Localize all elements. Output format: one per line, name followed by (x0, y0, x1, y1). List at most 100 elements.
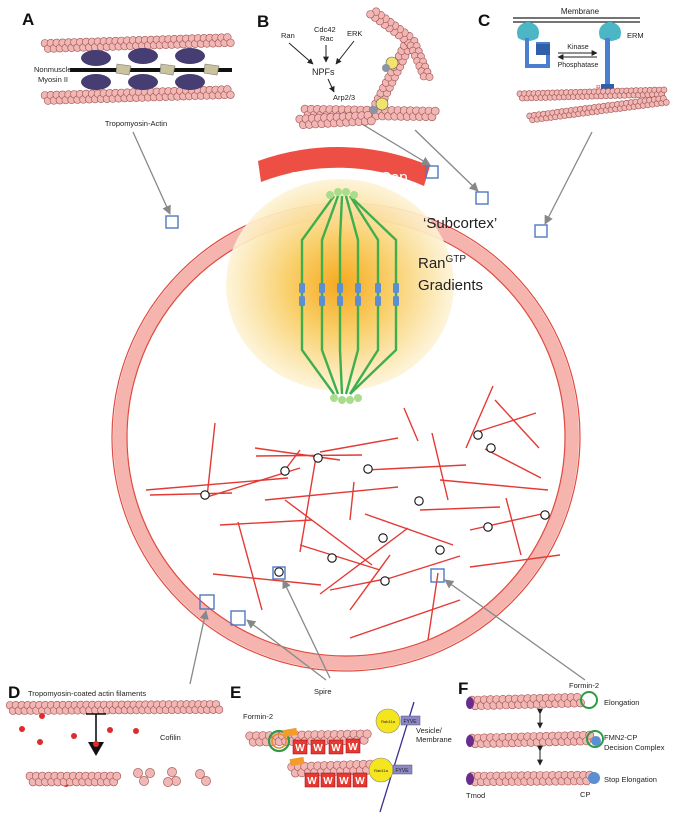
formin2-ring (580, 691, 598, 709)
actin-filament-segment (383, 555, 461, 581)
actin-filament-segment (237, 521, 263, 611)
arrow-npf-arp (327, 78, 335, 93)
actin-filament-segment (431, 432, 449, 501)
erm-label: ERM (627, 31, 644, 40)
spire-kind-domain (282, 727, 298, 738)
panel-a-letter: A (22, 10, 34, 29)
spindle-pole (354, 394, 362, 402)
arp23-branch-node (380, 576, 390, 586)
erm-inactive-linker (525, 38, 529, 66)
actin-filament-segment (469, 512, 547, 531)
meiotic-spindle: RanGTP Gradients (226, 179, 483, 404)
zoom-box-b-cap (425, 165, 439, 179)
elongating-filament (467, 692, 585, 711)
wh2-label: W (348, 742, 358, 753)
cortical-actin-cap (258, 147, 430, 186)
myosin-label-line1: Nonmuscle (34, 65, 72, 74)
cofilin-molecule (107, 727, 113, 733)
spire-wh2-domain (345, 738, 361, 754)
arrow-f (444, 579, 586, 681)
vesicle-label-line1: Vesicle/ (416, 726, 443, 735)
actin-filament-segment (264, 486, 399, 501)
severed-filament (25, 771, 122, 787)
chromosome (355, 296, 361, 306)
membrane-label: Membrane (561, 7, 600, 16)
spindle-pole (330, 394, 338, 402)
arrow-ran-npf (288, 42, 314, 65)
ran-superscript: GTP (446, 254, 467, 265)
arp23-branch-node (327, 553, 337, 563)
wh2-label: W (323, 776, 333, 787)
ran-gtp-label: RanGTP (418, 254, 466, 272)
wh2-label: W (307, 776, 317, 787)
actin-filament-segment (427, 572, 439, 641)
actin-monomer (145, 768, 155, 778)
myosin-head (81, 50, 111, 66)
actin-filament-segment (349, 481, 355, 521)
actin-filament-segment (465, 385, 494, 449)
panel-d-letter: D (8, 683, 20, 702)
actin-filament-segment (149, 492, 233, 496)
vesicle-label-line2: Membrane (416, 735, 452, 744)
cofilin-molecule (37, 739, 43, 745)
actin-monomer (195, 769, 205, 779)
panel-e-letter: E (230, 683, 241, 702)
mother-actin-filament (295, 111, 376, 129)
arp23-branch-node (280, 466, 290, 476)
arp-label: Arp2/3 (333, 93, 355, 102)
spindle-microtubule (344, 195, 360, 395)
formin-label: Formin-2 (243, 712, 273, 721)
spindle-microtubule (348, 195, 380, 395)
spindle-pole (346, 396, 354, 404)
actin-filament-segment (255, 454, 363, 457)
myosin-lever-arm (115, 63, 132, 76)
wh2-label: W (313, 743, 323, 754)
chromosome (319, 296, 325, 306)
fyve-top (400, 715, 421, 726)
chromosome (299, 296, 305, 306)
actin-subunit (112, 771, 122, 781)
actin-subunit (430, 106, 440, 116)
panel-c: C Membrane P Kinase Phosphatase ERM (478, 7, 670, 124)
tropomyosin-coated-filament (5, 700, 224, 715)
cofilin-molecule (39, 713, 45, 719)
depolymerization-arrowhead (88, 742, 104, 756)
zoom-box-e-cortex (230, 610, 246, 626)
ran-label-text: Ran (418, 255, 446, 272)
actin-filament-segment (219, 519, 313, 526)
arp23-branch-node (540, 510, 550, 520)
panel-d: D Tropomyosin-coated actin filaments Cof… (5, 683, 224, 787)
panel-c-letter: C (478, 11, 490, 30)
wh2-label: W (295, 743, 305, 754)
spindle-microtubule (338, 195, 344, 395)
capping-protein (588, 772, 600, 784)
panel-b-letter: B (257, 12, 269, 31)
arp23-branch-node (363, 464, 373, 474)
cytoplasmic-actin-network (145, 385, 561, 641)
actin-monomer (201, 776, 211, 786)
panel-f-letter: F (458, 679, 468, 698)
actin-subunit (362, 729, 372, 739)
myosin-head (175, 48, 205, 64)
actin-subunit (366, 116, 376, 126)
actin-filament-segment (319, 437, 399, 453)
fyve-top-label: FYVE (403, 719, 417, 725)
daughter-actin-filament (406, 37, 434, 81)
actin-monomer (167, 767, 177, 777)
spire-nucleated-filament (245, 729, 372, 747)
tropomodulin-cap (466, 773, 474, 785)
panel-a: A Nonmuscle Myosin II Tropomyosin-Actin (22, 10, 235, 128)
spindle-pole (342, 188, 350, 196)
wh2-label: W (355, 776, 365, 787)
npf-label: NPFs (312, 67, 335, 77)
actin-monomer (133, 768, 143, 778)
spindle-pole (334, 188, 342, 196)
spindle-microtubule (320, 195, 340, 395)
capped-filament (467, 770, 595, 787)
tropomodulin-cap (466, 735, 474, 747)
rab11a-top-label: Rab11a (381, 719, 395, 724)
actin-filament-segment (145, 477, 289, 491)
actin-filament-segment (319, 527, 409, 595)
phosphatase-label: Phosphatase (558, 62, 599, 69)
